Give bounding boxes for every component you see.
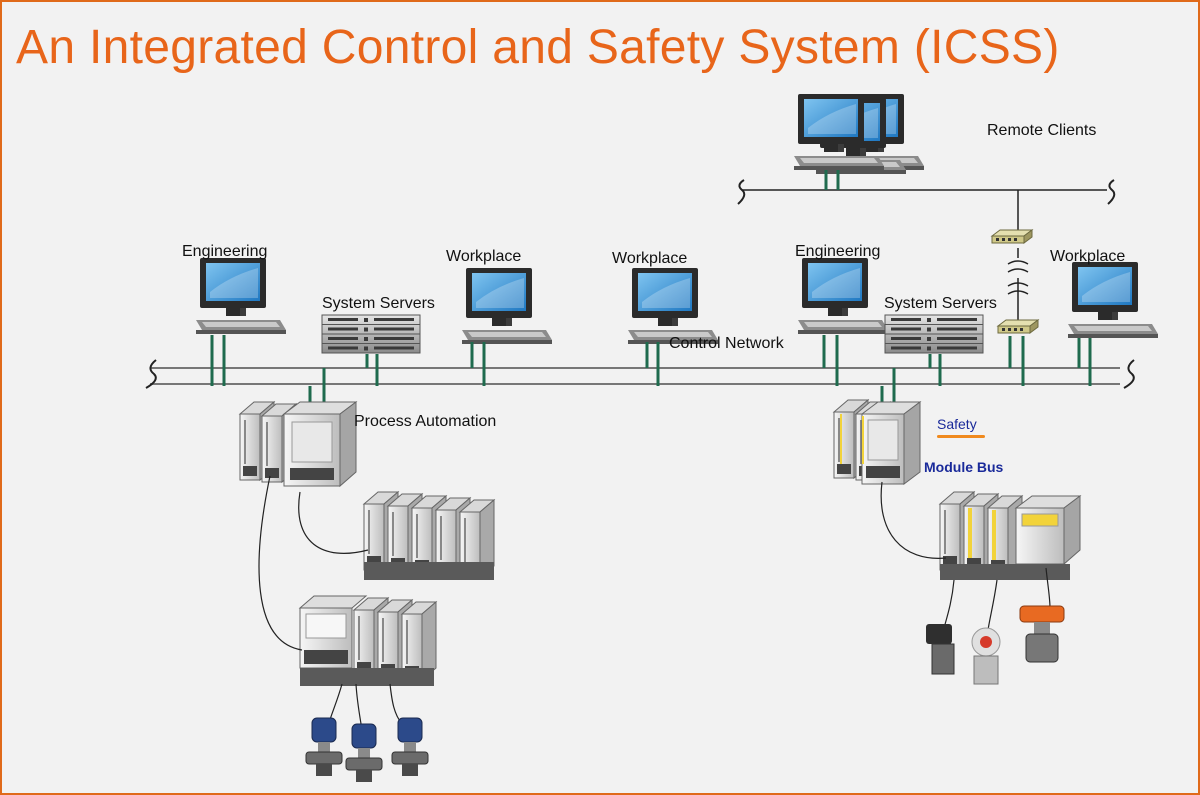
- remote-client-workstations: [794, 94, 924, 190]
- process-automation-label: Process Automation: [354, 413, 497, 430]
- network-taps: [210, 335, 1092, 422]
- remote-switch-icon: [991, 229, 1033, 244]
- process-field-devices: [305, 717, 429, 783]
- workplace-workstation-3: [1068, 262, 1158, 338]
- diagram-title: An Integrated Control and Safety System …: [16, 21, 1060, 74]
- workplace-workstation-1: [462, 268, 552, 344]
- workplace-3-label: Workplace: [1050, 248, 1126, 265]
- flow-transmitter-icon: [1019, 605, 1065, 663]
- solenoid-valve-icon: [926, 624, 955, 675]
- workplace-2-label: Workplace: [612, 250, 688, 267]
- pressure-transmitter-icon: [971, 627, 1001, 685]
- safety-label: Safety: [937, 416, 977, 432]
- remote-clients-label: Remote Clients: [987, 122, 1097, 139]
- engineering-right-label: Engineering: [795, 243, 881, 260]
- engineering-left-label: Engineering: [182, 243, 268, 260]
- process-io-rack-1: [363, 491, 495, 580]
- remote-client-bus: [737, 179, 1116, 322]
- network-switch-icon: [997, 319, 1039, 334]
- safety-field-devices: [926, 605, 1065, 685]
- engineering-workstation-left: [196, 258, 286, 334]
- system-servers-right-icon: [884, 314, 984, 354]
- module-bus-label: Module Bus: [924, 459, 1004, 475]
- workplace-workstation-2: [628, 268, 718, 344]
- system-servers-left-icon: [321, 314, 421, 354]
- system-servers-left-label: System Servers: [322, 295, 435, 312]
- safety-controller: [833, 399, 922, 485]
- safety-underline: [937, 435, 985, 438]
- control-network-label: Control Network: [669, 335, 784, 352]
- process-io-rack-2: [298, 595, 437, 686]
- control-network-bus: [145, 359, 1135, 389]
- workplace-1-label: Workplace: [446, 248, 522, 265]
- system-servers-right-label: System Servers: [884, 295, 997, 312]
- process-automation-controller: [239, 401, 358, 488]
- safety-io-rack: [939, 491, 1082, 580]
- engineering-workstation-right: [798, 258, 888, 334]
